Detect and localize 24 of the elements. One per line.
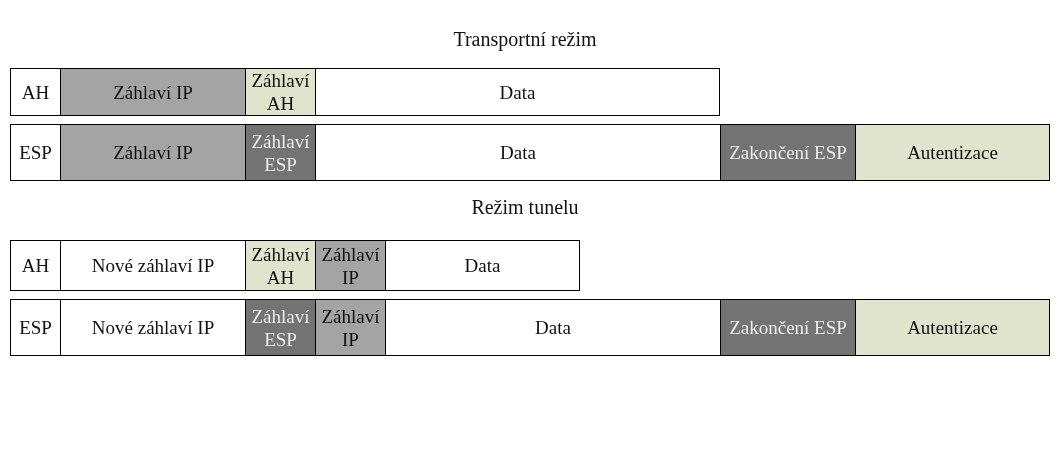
header-field: Záhlaví AH <box>245 68 316 116</box>
header-field: Záhlaví IP <box>60 68 246 116</box>
data-field: Data <box>315 124 721 181</box>
protocol-cell: ESP <box>10 124 61 181</box>
data-field: Data <box>385 240 580 291</box>
protocol-cell: ESP <box>10 299 61 356</box>
header-field: Záhlaví IP <box>315 299 386 356</box>
data-field: Data <box>385 299 721 356</box>
trailer-field: Zakončení ESP <box>720 299 856 356</box>
header-field: Záhlaví ESP <box>245 299 316 356</box>
section-heading: Režim tunelu <box>471 196 579 219</box>
header-field: Nové záhlaví IP <box>60 299 246 356</box>
protocol-cell: AH <box>10 68 61 116</box>
header-field: Záhlaví AH <box>245 240 316 291</box>
header-field: Záhlaví ESP <box>245 124 316 181</box>
data-field: Data <box>315 68 720 116</box>
header-field: Záhlaví IP <box>60 124 246 181</box>
section-heading: Transportní režim <box>453 28 597 51</box>
protocol-cell: AH <box>10 240 61 291</box>
auth-field: Autentizace <box>855 299 1050 356</box>
header-field: Nové záhlaví IP <box>60 240 246 291</box>
header-field: Záhlaví IP <box>315 240 386 291</box>
trailer-field: Zakončení ESP <box>720 124 856 181</box>
auth-field: Autentizace <box>855 124 1050 181</box>
